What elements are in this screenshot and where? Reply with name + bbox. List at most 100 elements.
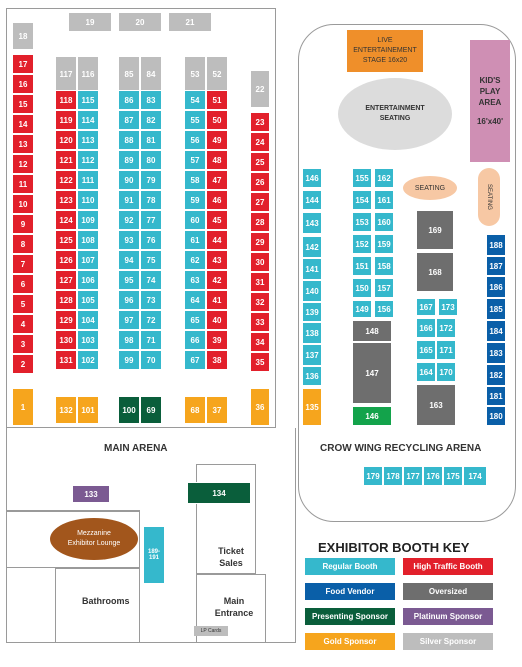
booth-173[interactable]: 173: [438, 298, 458, 316]
booth-61[interactable]: 61: [184, 230, 206, 250]
booth-144[interactable]: 144: [302, 190, 322, 210]
booth-187[interactable]: 187: [486, 256, 506, 276]
booth-140[interactable]: 140: [302, 280, 322, 302]
booth-178[interactable]: 178: [383, 466, 403, 486]
booth-34[interactable]: 34: [250, 332, 270, 352]
booth-27[interactable]: 27: [250, 192, 270, 212]
booth-73[interactable]: 73: [140, 290, 162, 310]
booth-110[interactable]: 110: [77, 190, 99, 210]
booth-67[interactable]: 67: [184, 350, 206, 370]
booth-43[interactable]: 43: [206, 250, 228, 270]
booth-99[interactable]: 99: [118, 350, 140, 370]
booth-152[interactable]: 152: [352, 234, 372, 254]
booth-131[interactable]: 131: [55, 350, 77, 370]
booth-90[interactable]: 90: [118, 170, 140, 190]
booth-64[interactable]: 64: [184, 290, 206, 310]
booth-13[interactable]: 13: [12, 134, 34, 154]
booth-147[interactable]: 147: [352, 342, 392, 404]
booth-42[interactable]: 42: [206, 270, 228, 290]
booth-143[interactable]: 143: [302, 212, 322, 234]
booth-87[interactable]: 87: [118, 110, 140, 130]
booth-153[interactable]: 153: [352, 212, 372, 232]
booth-107[interactable]: 107: [77, 250, 99, 270]
booth-36[interactable]: 36: [250, 388, 270, 426]
booth-25[interactable]: 25: [250, 152, 270, 172]
booth-146[interactable]: 146: [302, 168, 322, 188]
booth-3[interactable]: 3: [12, 334, 34, 354]
booth-84[interactable]: 84: [140, 56, 162, 92]
booth-169[interactable]: 169: [416, 210, 454, 250]
booth-157[interactable]: 157: [374, 278, 394, 298]
booth-165[interactable]: 165: [416, 340, 436, 360]
booth-175[interactable]: 175: [443, 466, 463, 486]
booth-168[interactable]: 168: [416, 252, 454, 292]
booth-117[interactable]: 117: [55, 56, 77, 92]
booth-101[interactable]: 101: [77, 396, 99, 424]
booth-38[interactable]: 38: [206, 350, 228, 370]
booth-40[interactable]: 40: [206, 310, 228, 330]
booth-63[interactable]: 63: [184, 270, 206, 290]
booth-54[interactable]: 54: [184, 90, 206, 110]
booth-59[interactable]: 59: [184, 190, 206, 210]
booth-105[interactable]: 105: [77, 290, 99, 310]
booth-21[interactable]: 21: [168, 12, 212, 32]
booth-41[interactable]: 41: [206, 290, 228, 310]
booth-149[interactable]: 149: [352, 300, 372, 318]
booth-124[interactable]: 124: [55, 210, 77, 230]
booth-95[interactable]: 95: [118, 270, 140, 290]
booth-154[interactable]: 154: [352, 190, 372, 210]
booth-72[interactable]: 72: [140, 310, 162, 330]
booth-115[interactable]: 115: [77, 90, 99, 110]
booth-46[interactable]: 46: [206, 190, 228, 210]
booth-186[interactable]: 186: [486, 276, 506, 298]
booth-97[interactable]: 97: [118, 310, 140, 330]
booth-102[interactable]: 102: [77, 350, 99, 370]
booth-109[interactable]: 109: [77, 210, 99, 230]
booth-134[interactable]: 134: [187, 482, 251, 504]
booth-138[interactable]: 138: [302, 322, 322, 344]
booth-31[interactable]: 31: [250, 272, 270, 292]
booth-20[interactable]: 20: [118, 12, 162, 32]
booth-69[interactable]: 69: [140, 396, 162, 424]
booth-184[interactable]: 184: [486, 320, 506, 342]
booth-127[interactable]: 127: [55, 270, 77, 290]
booth-55[interactable]: 55: [184, 110, 206, 130]
booth-86[interactable]: 86: [118, 90, 140, 110]
booth-119[interactable]: 119: [55, 110, 77, 130]
booth-112[interactable]: 112: [77, 150, 99, 170]
booth-24[interactable]: 24: [250, 132, 270, 152]
booth-181[interactable]: 181: [486, 386, 506, 406]
booth-120[interactable]: 120: [55, 130, 77, 150]
booth-164[interactable]: 164: [416, 362, 436, 382]
booth-79[interactable]: 79: [140, 170, 162, 190]
booth-7[interactable]: 7: [12, 254, 34, 274]
booth-106[interactable]: 106: [77, 270, 99, 290]
booth-4[interactable]: 4: [12, 314, 34, 334]
booth-49[interactable]: 49: [206, 130, 228, 150]
booth-126[interactable]: 126: [55, 250, 77, 270]
booth-6[interactable]: 6: [12, 274, 34, 294]
booth-142[interactable]: 142: [302, 236, 322, 258]
booth-174[interactable]: 174: [463, 466, 487, 486]
booth-180[interactable]: 180: [486, 406, 506, 426]
booth-146[interactable]: 146: [352, 406, 392, 426]
booth-50[interactable]: 50: [206, 110, 228, 130]
booth-103[interactable]: 103: [77, 330, 99, 350]
booth-167[interactable]: 167: [416, 298, 436, 316]
booth-179[interactable]: 179: [363, 466, 383, 486]
booth-30[interactable]: 30: [250, 252, 270, 272]
booth-128[interactable]: 128: [55, 290, 77, 310]
booth-118[interactable]: 118: [55, 90, 77, 110]
booth-158[interactable]: 158: [374, 256, 394, 276]
booth-19[interactable]: 19: [68, 12, 112, 32]
booth-113[interactable]: 113: [77, 130, 99, 150]
booth-9[interactable]: 9: [12, 214, 34, 234]
booth-177[interactable]: 177: [403, 466, 423, 486]
booth-39[interactable]: 39: [206, 330, 228, 350]
booth-182[interactable]: 182: [486, 364, 506, 386]
booth-137[interactable]: 137: [302, 344, 322, 366]
booth-71[interactable]: 71: [140, 330, 162, 350]
booth-82[interactable]: 82: [140, 110, 162, 130]
booth-33[interactable]: 33: [250, 312, 270, 332]
booth-170[interactable]: 170: [436, 362, 456, 382]
